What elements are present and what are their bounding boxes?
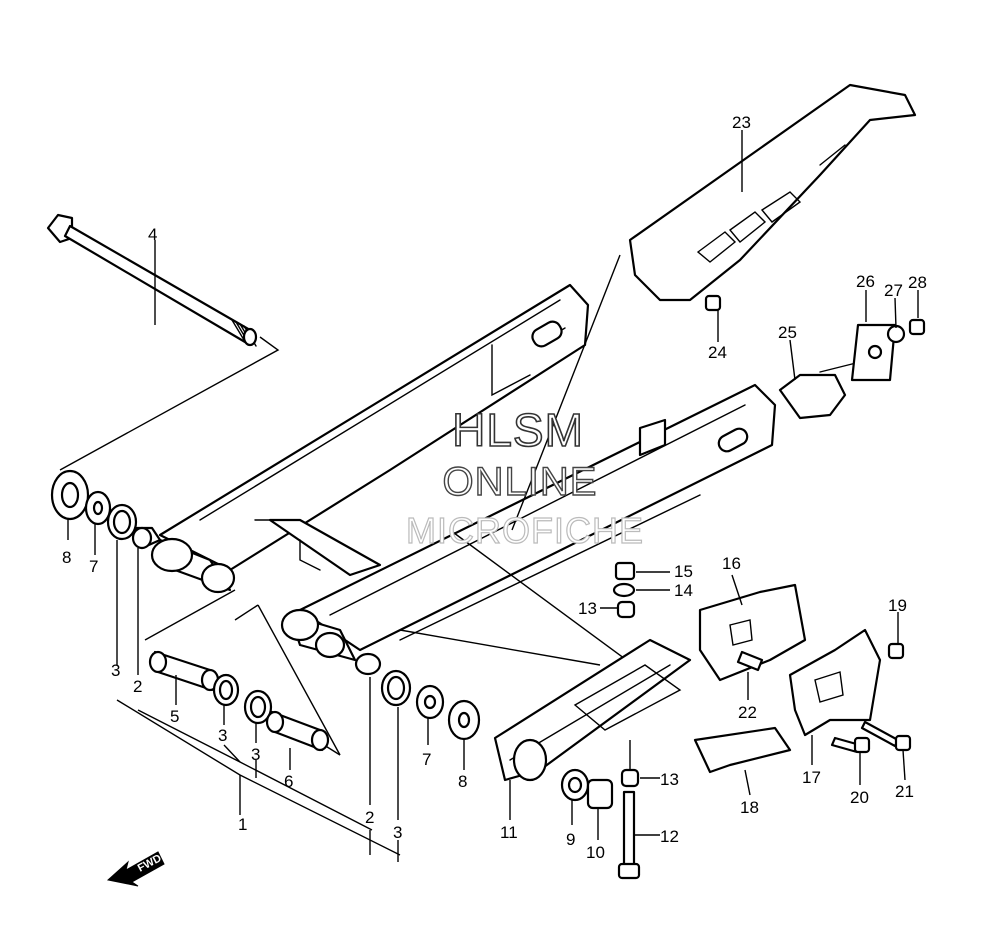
bracket-17 [788,628,882,737]
spacer-left [131,526,162,550]
callout-20: 20 [850,788,869,807]
callout-4: 4 [148,225,157,244]
watermark: HLSM ONLINE MICROFICHE [405,403,644,551]
callout-5: 5 [170,707,179,726]
watermark-line1: HLSM [452,404,584,456]
spacer-right [354,652,382,676]
collar-13-lower [620,768,640,788]
callout-28: 28 [908,273,927,292]
washer-27 [886,324,906,344]
callout-23: 23 [732,113,751,132]
bearing-3a [212,673,240,707]
callout-26: 26 [856,272,875,291]
fwd-arrow: FWD [106,851,165,887]
callout-3d: 3 [393,823,402,842]
callout-16: 16 [722,554,741,573]
callout-6: 6 [284,772,293,791]
bracket-16 [698,583,807,682]
callout-13a: 13 [578,599,597,618]
chain-guard [628,83,917,302]
watermark-line3: MICROFICHE [406,510,644,551]
callout-1: 1 [238,815,247,834]
callout-9: 9 [566,830,575,849]
washer-14 [612,582,636,598]
callout-12: 12 [660,827,679,846]
callout-labels: 1 2 2 3 3 3 3 4 5 6 7 7 8 8 9 10 11 12 1… [62,113,927,862]
collar-13-upper [616,600,636,619]
callout-17: 17 [802,768,821,787]
callout-25: 25 [778,323,797,342]
bolt-19 [887,642,905,660]
callout-7b: 7 [422,750,431,769]
callout-2b: 2 [365,808,374,827]
adjuster-block [850,323,897,382]
watermark-line2: ONLINE [443,460,598,504]
seal-right [447,699,481,741]
pivot-tube-left [150,537,236,594]
callout-21: 21 [895,782,914,801]
washer-right [415,684,445,720]
guide-18 [693,726,792,774]
bolt-24 [704,294,722,312]
chain-buffer [493,638,692,782]
callout-10: 10 [586,843,605,862]
pivot-shaft [46,213,258,347]
callout-15: 15 [674,562,693,581]
callout-11: 11 [500,823,518,842]
bolt-20 [830,736,871,754]
spacer-5 [148,650,220,692]
callout-7a: 7 [89,557,98,576]
bolt-12 [617,790,641,880]
seal-left [50,469,90,521]
bearing-left [106,503,138,541]
nut-28 [908,318,926,336]
bearing-3b [243,689,273,725]
callout-18: 18 [740,798,759,817]
callout-14: 14 [674,581,693,600]
callout-8a: 8 [62,548,71,567]
swingarm-cross-member [254,518,382,577]
pivot-tube-right [280,608,357,662]
bearing-right [380,669,412,707]
callout-2a: 2 [133,677,142,696]
callout-19: 19 [888,596,907,615]
callout-3a: 3 [111,661,120,680]
callout-24: 24 [708,343,727,362]
spacer-6 [265,710,330,752]
nut-10 [586,778,614,810]
callout-13b: 13 [660,770,679,789]
callout-3c: 3 [251,745,260,764]
leader-lines [67,130,919,862]
swingarm-lower-arm [298,383,777,652]
callout-27: 27 [884,281,903,300]
washer-left [84,490,112,526]
washer-9 [560,768,590,802]
callout-8b: 8 [458,772,467,791]
pin-22 [736,650,764,672]
chain-adjuster-plate [778,361,861,420]
callout-22: 22 [738,703,757,722]
callout-3b: 3 [218,726,227,745]
nut-15 [614,561,636,581]
